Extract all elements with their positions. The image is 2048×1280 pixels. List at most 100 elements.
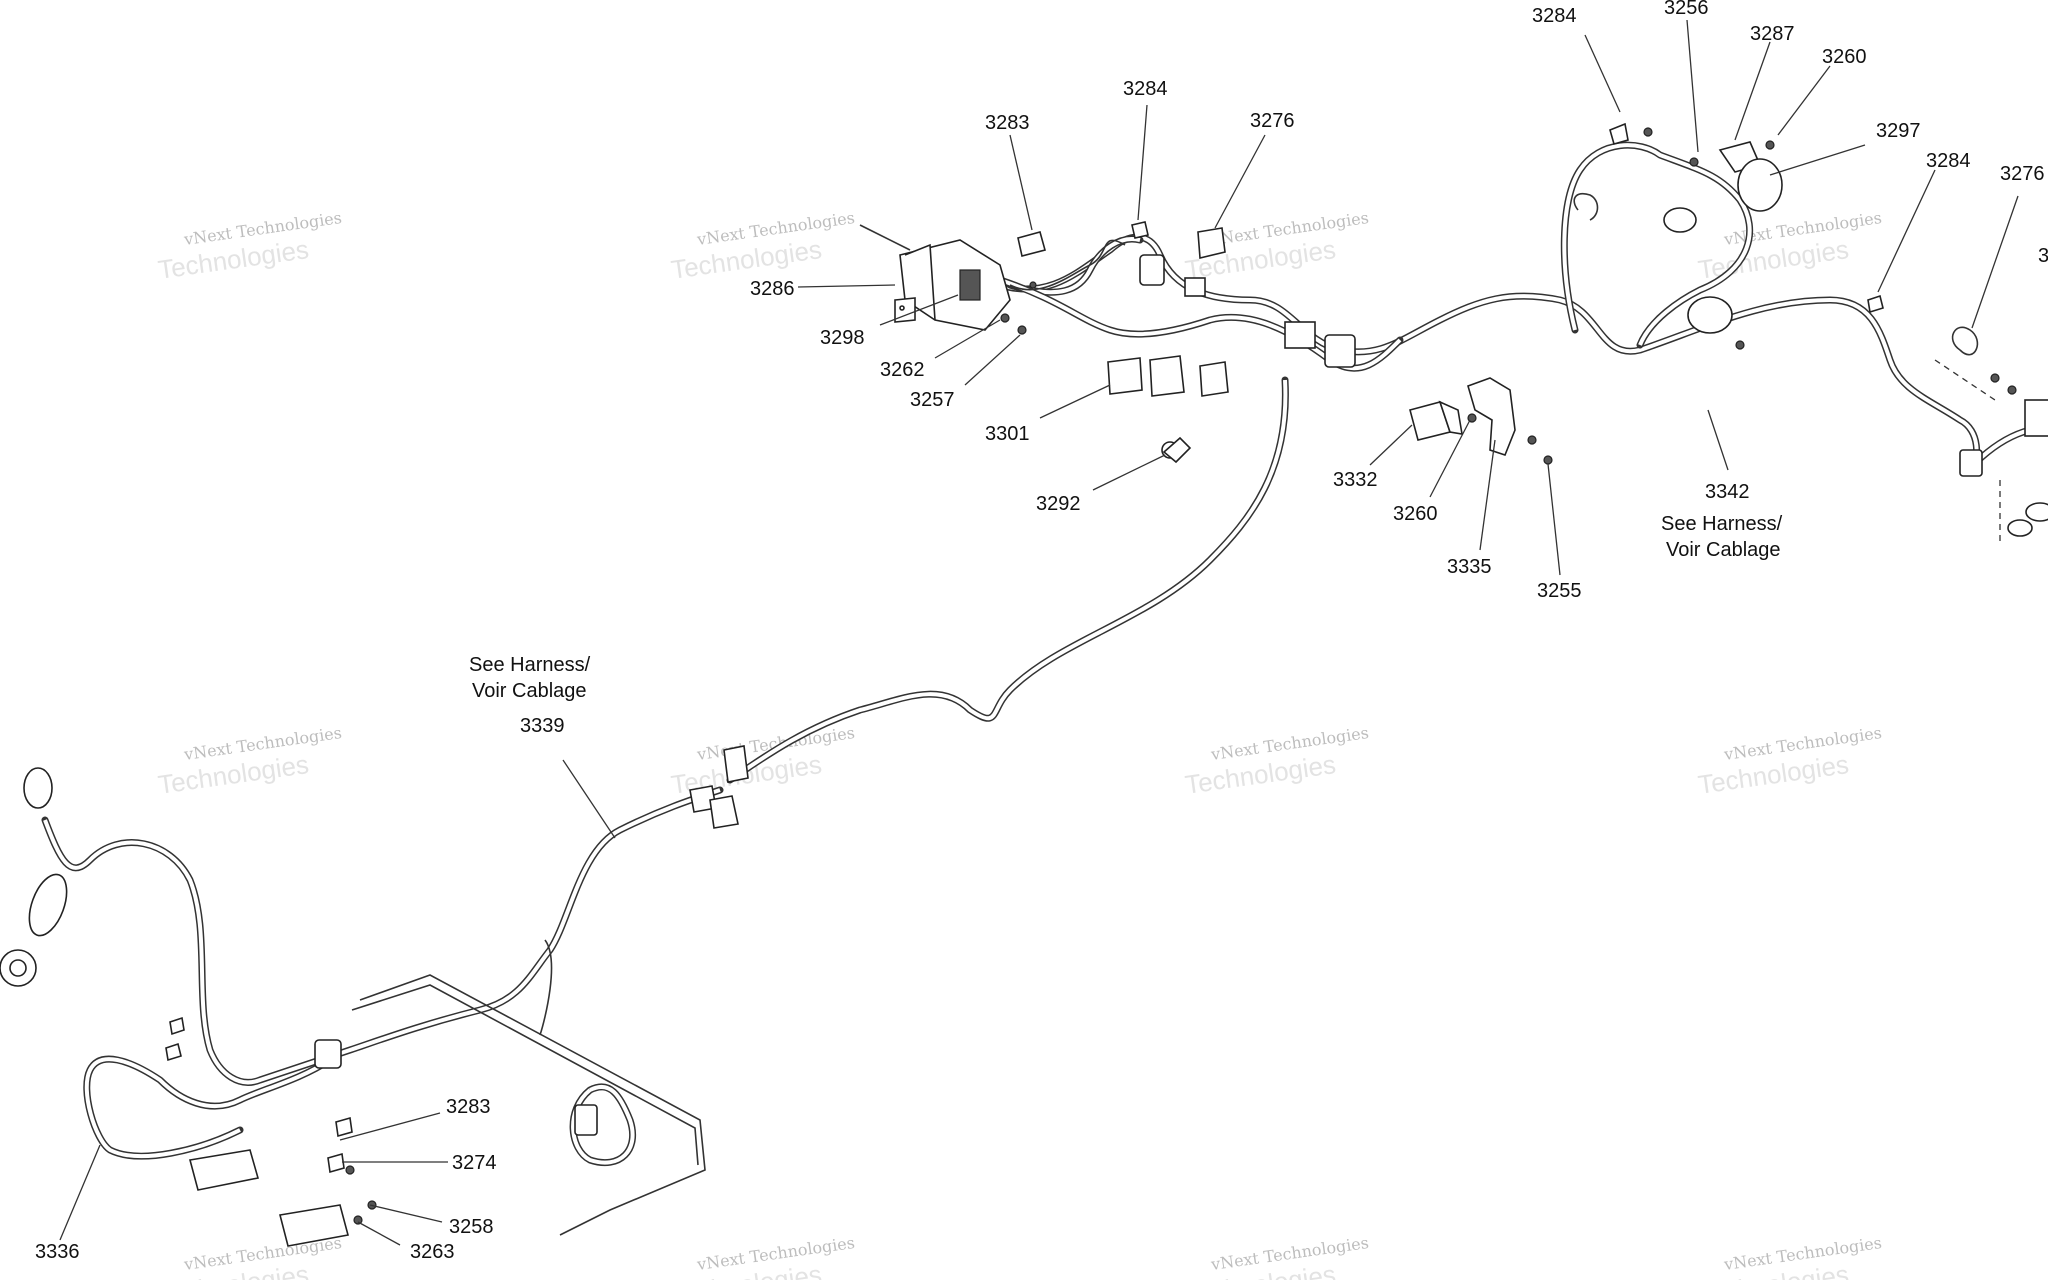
rocker-switch bbox=[1149, 355, 1185, 397]
callout-3335: 3335 bbox=[1447, 556, 1492, 578]
callout-3257: 3257 bbox=[910, 389, 955, 411]
cable-tie bbox=[1573, 192, 1599, 221]
callout-3262: 3262 bbox=[880, 359, 925, 381]
rocker-switch bbox=[1199, 361, 1229, 397]
connector bbox=[723, 745, 749, 783]
watermark: Technologies vNext Technologies bbox=[1696, 1233, 1883, 1280]
horn bbox=[1687, 296, 1733, 334]
connector bbox=[709, 795, 739, 829]
clip bbox=[335, 1116, 353, 1138]
clip bbox=[165, 1042, 182, 1062]
voir-cablage-note-right: Voir Cablage bbox=[1666, 539, 1781, 561]
horn-center bbox=[9, 959, 27, 977]
clip bbox=[327, 1152, 345, 1174]
parts-upper bbox=[859, 122, 2048, 545]
connector bbox=[1663, 207, 1697, 233]
clip bbox=[1131, 221, 1149, 239]
screw bbox=[1735, 340, 1745, 350]
callout-3297: 3297 bbox=[1876, 120, 1921, 142]
callout-3263: 3263 bbox=[410, 1241, 455, 1263]
connector bbox=[574, 1104, 598, 1136]
bracket bbox=[1467, 377, 1516, 456]
watermark: Technologies vNext Technologies bbox=[1696, 208, 1883, 285]
watermark-layer: Technologies vNext Technologies Technolo… bbox=[156, 208, 1883, 1280]
watermark: Technologies vNext Technologies bbox=[156, 723, 343, 800]
callout-3284: 3284 bbox=[1926, 150, 1971, 172]
screw bbox=[353, 1215, 363, 1225]
callout-3283: 3283 bbox=[985, 112, 1030, 134]
clip bbox=[169, 1016, 185, 1036]
lamp-housing bbox=[279, 1204, 349, 1247]
clip bbox=[1609, 122, 1629, 145]
callout-3284: 3284 bbox=[1532, 5, 1577, 27]
turn-signal-switch bbox=[859, 224, 1011, 331]
callout-3336: 3336 bbox=[35, 1241, 80, 1263]
watermark: Technologies vNext Technologies bbox=[669, 208, 856, 285]
callout-3332: 3332 bbox=[1333, 469, 1378, 491]
watermark: Technologies vNext Technologies bbox=[156, 208, 343, 285]
callout-3260: 3260 bbox=[1393, 503, 1438, 525]
callout-labels: 3284 3256 3287 3260 3297 3284 3276 3283 … bbox=[35, 0, 2048, 1263]
nut bbox=[345, 1165, 355, 1175]
watermark: Technologies vNext Technologies bbox=[1183, 1233, 1370, 1280]
push-pin bbox=[1161, 436, 1192, 464]
callout-3258: 3258 bbox=[449, 1216, 494, 1238]
watermark: Technologies vNext Technologies bbox=[1183, 723, 1370, 800]
connector bbox=[1284, 321, 1316, 349]
mounting-plate bbox=[894, 297, 916, 323]
callout-3301: 3301 bbox=[985, 423, 1030, 445]
callout-3339: 3339 bbox=[520, 715, 565, 737]
rocker-switch bbox=[1107, 357, 1143, 395]
callout-3342: 3342 bbox=[1705, 481, 1750, 503]
lamp-socket bbox=[23, 767, 53, 809]
switch-body bbox=[2024, 399, 2048, 437]
callout-3286: 3286 bbox=[750, 278, 795, 300]
see-harness-note-right: See Harness/ bbox=[1661, 513, 1783, 535]
connector bbox=[1959, 449, 1983, 477]
screw bbox=[1990, 373, 2000, 383]
callout-3260: 3260 bbox=[1822, 46, 1867, 68]
callout-3276: 3276 bbox=[1250, 110, 1295, 132]
horn bbox=[1737, 158, 1783, 212]
clip bbox=[1017, 231, 1046, 257]
screw bbox=[2007, 385, 2017, 395]
screw bbox=[1000, 313, 1010, 323]
bolt bbox=[1543, 455, 1553, 465]
callout-3274: 3274 bbox=[452, 1152, 497, 1174]
watermark: Technologies vNext Technologies bbox=[1696, 723, 1883, 800]
parts-lower bbox=[0, 745, 749, 1247]
connector bbox=[1139, 254, 1165, 286]
callout-3298: 3298 bbox=[820, 327, 865, 349]
callout-3287: 3287 bbox=[1750, 23, 1795, 45]
watermark: Technologies vNext Technologies bbox=[669, 1233, 856, 1280]
screw bbox=[1029, 281, 1037, 289]
callout-3284: 3284 bbox=[1123, 78, 1168, 100]
harness-notes: See Harness/ Voir Cablage See Harness/ V… bbox=[469, 513, 1783, 702]
screw bbox=[1765, 140, 1775, 150]
grommet bbox=[2025, 502, 2048, 522]
grommet bbox=[2007, 519, 2033, 537]
nut bbox=[1017, 325, 1027, 335]
callout-3276: 3276 bbox=[2000, 163, 2045, 185]
cable-tie bbox=[1951, 326, 1979, 356]
callout-3292: 3292 bbox=[1036, 493, 1081, 515]
callout-3256: 3256 bbox=[1664, 0, 1709, 19]
main-harness bbox=[41, 141, 2034, 1236]
screw bbox=[1689, 157, 1699, 167]
connector bbox=[1324, 334, 1356, 368]
bolt bbox=[1527, 435, 1537, 445]
leader-lines bbox=[59, 19, 2019, 1246]
lamp-bracket bbox=[28, 873, 68, 937]
callout-3255: 3255 bbox=[1537, 580, 1582, 602]
connector bbox=[1184, 277, 1206, 297]
clip bbox=[1867, 294, 1884, 314]
see-harness-note-left: See Harness/ bbox=[469, 654, 591, 676]
nut bbox=[1643, 127, 1653, 137]
voir-cablage-note-left: Voir Cablage bbox=[472, 680, 587, 702]
callout-edge-cutoff: 3 bbox=[2038, 245, 2048, 267]
clip bbox=[1197, 227, 1226, 259]
lamp-housing bbox=[189, 1149, 260, 1191]
connector bbox=[314, 1039, 342, 1069]
callout-3283: 3283 bbox=[446, 1096, 491, 1118]
